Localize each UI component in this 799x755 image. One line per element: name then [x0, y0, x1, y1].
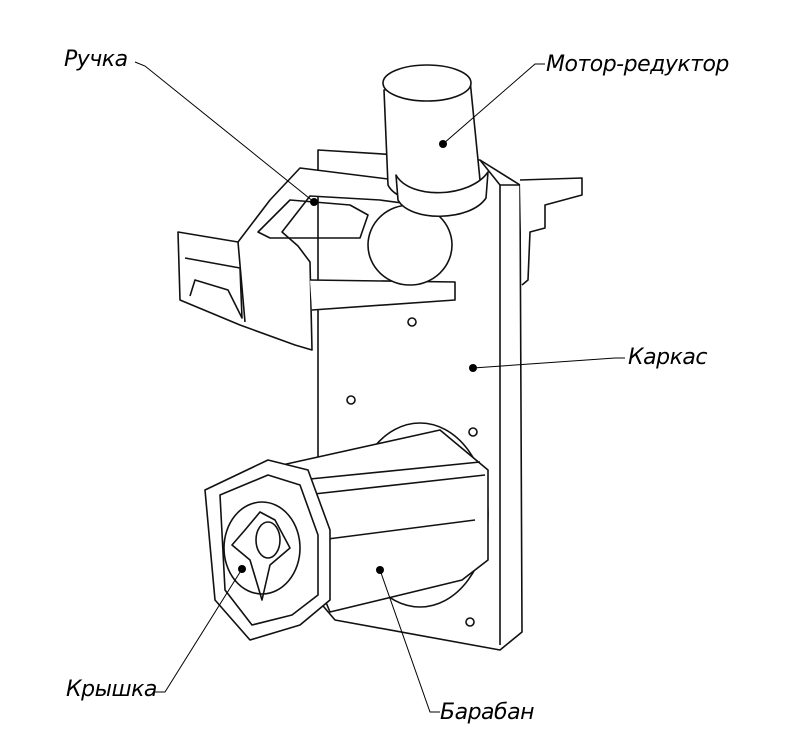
- cover-marker: [238, 565, 246, 573]
- label-cover: Крышка: [66, 677, 157, 702]
- motor-marker: [439, 140, 447, 148]
- frame-marker: [469, 364, 477, 372]
- handle-part: [177, 167, 461, 351]
- leader-lines: [134, 61, 625, 713]
- label-drum: Барабан: [440, 700, 534, 725]
- motor-gearbox: [367, 64, 489, 286]
- label-motor: Мотор-редуктор: [546, 52, 729, 77]
- drum-marker: [376, 566, 384, 574]
- label-handle: Ручка: [64, 47, 128, 72]
- label-frame: Каркас: [628, 345, 707, 370]
- drum-part: [204, 422, 489, 641]
- handle-marker: [310, 198, 318, 206]
